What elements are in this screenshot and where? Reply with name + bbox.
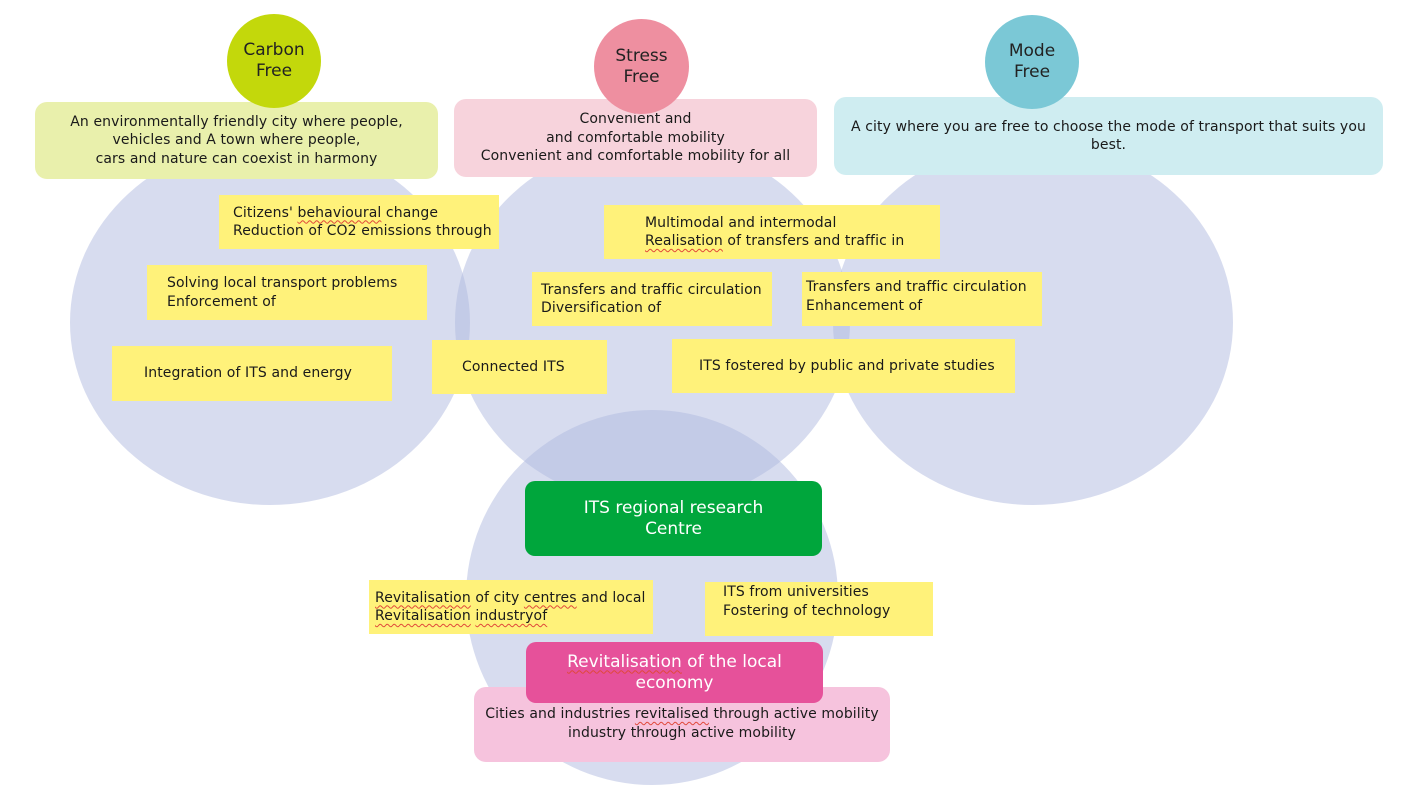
note-diversification: Transfers and traffic circulation Divers… xyxy=(532,272,772,326)
mode-free-description: A city where you are free to choose the … xyxy=(834,97,1383,175)
stress-free-circle: Stress Free xyxy=(594,19,689,114)
local-economy-revitalisation: Revitalisation of the local economy xyxy=(526,642,823,703)
note-line: Multimodal and intermodal xyxy=(645,214,837,231)
note-its-universities: ITS from universities Fostering of techn… xyxy=(705,582,933,636)
note-line: Reduction of CO2 emissions through xyxy=(233,223,492,239)
note-multimodal: Multimodal and intermodal Realisation of… xyxy=(604,205,940,259)
note-citizens-behavioural-change: Citizens' behavioural change Reduction o… xyxy=(219,195,499,249)
note-line: Realisation of transfers and traffic in xyxy=(645,233,905,249)
note-its-energy: Integration of ITS and energy xyxy=(112,346,392,401)
mode-free-circle: Mode Free xyxy=(985,15,1079,109)
desc-line: Cities and industries revitalised throug… xyxy=(485,706,879,722)
note-line: Revitalisation industryof xyxy=(375,608,548,624)
note-revitalisation-city: Revitalisation of city centres and local… xyxy=(369,580,653,634)
note-fostered-studies: ITS fostered by public and private studi… xyxy=(672,339,1015,393)
note-local-transport: Solving local transport problems Enforce… xyxy=(147,265,427,320)
desc-line: industry through active mobility xyxy=(568,724,796,741)
carbon-free-description: An environmentally friendly city where p… xyxy=(35,102,438,179)
note-connected-its: Connected ITS xyxy=(432,340,607,394)
note-line: Citizens' behavioural change xyxy=(233,204,439,221)
economy-line: economy xyxy=(635,672,714,693)
carbon-free-circle: Carbon Free xyxy=(227,14,321,108)
its-regional-research-centre: ITS regional research Centre xyxy=(525,481,822,556)
note-line: Revitalisation of city centres and local xyxy=(375,589,646,606)
note-enhancement: Transfers and traffic circulation Enhanc… xyxy=(802,272,1042,326)
economy-line: Revitalisation of the local xyxy=(567,651,782,672)
